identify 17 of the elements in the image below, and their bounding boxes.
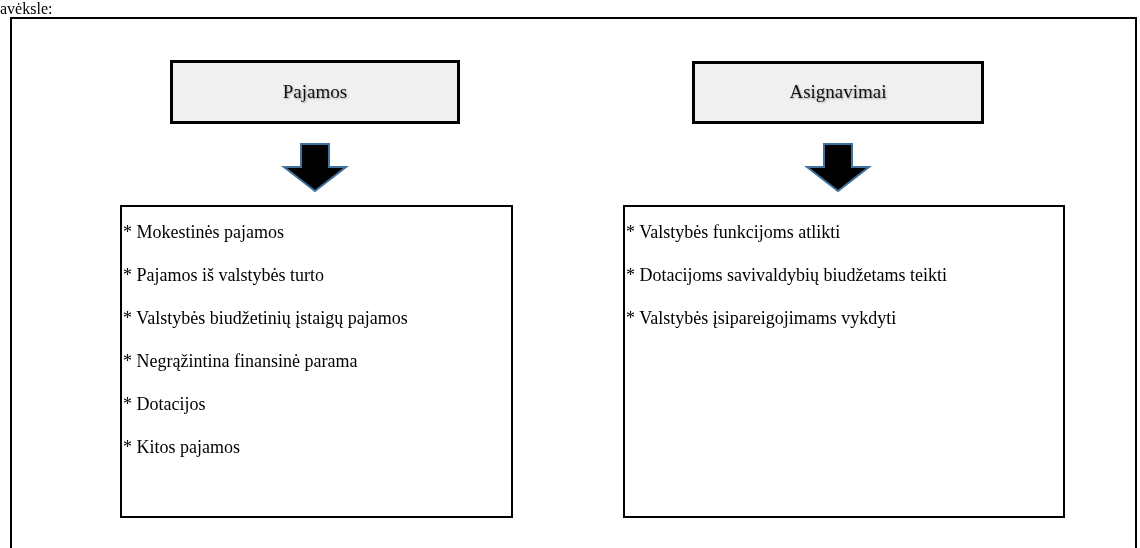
list-box <box>120 205 513 518</box>
caption-fragment: avėksle: <box>0 0 53 17</box>
list-box <box>623 205 1065 518</box>
list-item: * Valstybės įsipareigojimams vykdyti <box>626 307 898 330</box>
list-item: * Valstybės biudžetinių įstaigų pajamos <box>123 307 409 330</box>
list-item: * Kitos pajamos <box>123 436 241 459</box>
list-item: * Mokestinės pajamos <box>123 221 285 244</box>
block-arrow <box>281 143 349 193</box>
list-item: * Negrąžintina finansinė parama <box>123 350 359 373</box>
category-box: Pajamos <box>170 60 460 124</box>
list-item: * Dotacijos <box>123 393 207 416</box>
list-item: * Dotacijoms savivaldybių biudžetams teikti <box>626 264 948 287</box>
category-box: Asignavimai <box>692 61 984 124</box>
list-item: * Valstybės funkcijoms atlikti <box>626 221 842 244</box>
list-item: * Pajamos iš valstybės turto <box>123 264 325 287</box>
outer-frame <box>10 17 1137 548</box>
block-arrow <box>804 143 872 193</box>
